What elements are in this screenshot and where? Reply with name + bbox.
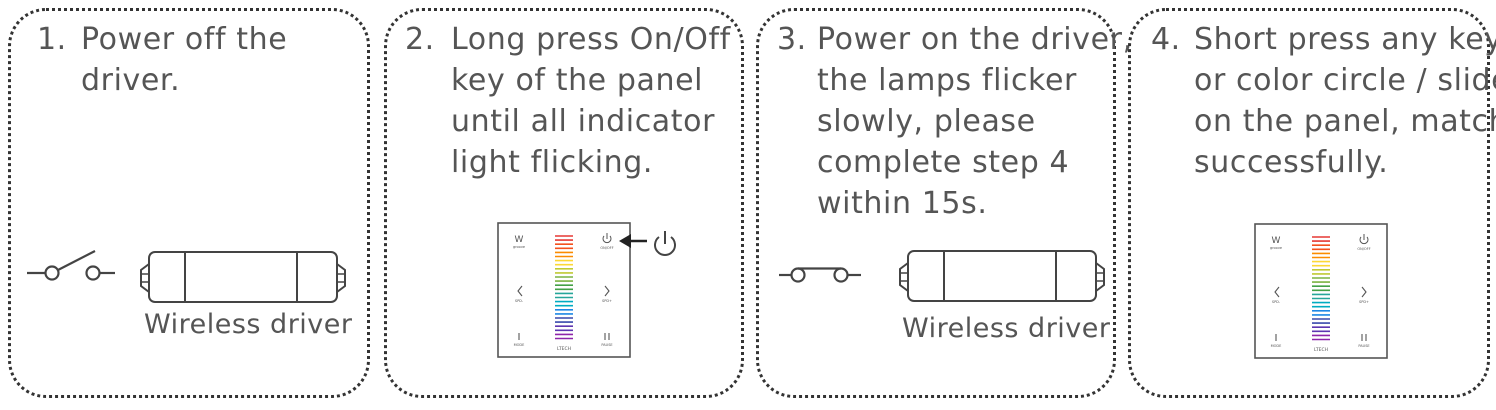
step-4-box: 4. Short press any key or color circle /…: [1128, 8, 1496, 398]
step-4-line: Short press any key: [1194, 22, 1496, 57]
step-2-line: until all indicator: [451, 104, 716, 139]
driver-icon: [899, 250, 1105, 302]
panel-sub-label: ON/OFF: [600, 246, 613, 250]
panel-sub-label: ON/OFF: [1357, 247, 1370, 251]
step-1-box: 1. Power off the driver. Wireless driver: [8, 8, 370, 398]
step-4-line: or color circle / slider: [1194, 63, 1496, 98]
panel-right-chevron: [1361, 286, 1367, 298]
panel-sub-label: MODE: [1271, 344, 1282, 348]
step-4-line: on the panel, match: [1194, 104, 1496, 139]
panel-right-chevron: [604, 285, 610, 297]
step-3-text: 3. Power on the driver, the lamps flicke…: [777, 19, 1133, 224]
step-2-text: 2. Long press On/Off key of the panel un…: [405, 19, 731, 183]
panel-brand: LTECH: [1314, 347, 1328, 353]
step-3-line: the lamps flicker: [817, 63, 1077, 98]
panel-sub-label: SPD+: [602, 299, 612, 303]
panel-sub-label: groove: [513, 245, 525, 249]
panel-sub-label: MODE: [514, 343, 525, 347]
step-2-line: Long press On/Off: [451, 22, 731, 57]
panel-power-icon: [602, 235, 612, 244]
panel-sub-label: PAUSE: [1358, 344, 1369, 348]
panel-sub-label: PAUSE: [601, 343, 612, 347]
panel-sub-label: SPD-: [515, 299, 524, 303]
panel-w-label: W: [1272, 236, 1281, 246]
driver-caption: Wireless driver: [144, 309, 353, 340]
arrow-left-icon: [619, 234, 647, 248]
step-3-box: 3. Power on the driver, the lamps flicke…: [756, 8, 1132, 398]
step-4-number: 4.: [1151, 22, 1181, 57]
panel-sub-label: groove: [1270, 246, 1282, 250]
driver-caption: Wireless driver: [902, 313, 1111, 344]
step-4-text: 4. Short press any key or color circle /…: [1151, 19, 1496, 183]
driver-icon: [140, 251, 346, 303]
step-2-line: key of the panel: [451, 63, 704, 98]
step-2-box: 2. Long press On/Off key of the panel un…: [384, 8, 744, 398]
step-3-line: Power on the driver,: [817, 22, 1133, 57]
panel-left-chevron: [1274, 286, 1280, 298]
panel-brand: LTECH: [557, 346, 571, 352]
step-1-line: Power off the: [81, 22, 288, 57]
step-4-line: successfully.: [1194, 145, 1389, 180]
switch-on-icon: [779, 267, 861, 283]
step-3-line: slowly, please: [817, 104, 1036, 139]
step-2-line: light flicking.: [451, 145, 654, 180]
panel-power-icon: [1359, 236, 1369, 245]
power-icon: [654, 231, 676, 256]
panel-left-chevron: [517, 285, 523, 297]
step-3-number: 3.: [777, 22, 807, 57]
panel-sub-label: SPD+: [1359, 300, 1369, 304]
step-3-line: within 15s.: [817, 186, 988, 221]
panel-sub-label: SPD-: [1272, 300, 1281, 304]
step-1-number: 1.: [37, 22, 67, 57]
switch-off-icon: [27, 250, 115, 281]
panel-w-label: W: [515, 235, 524, 245]
step-2-number: 2.: [405, 22, 435, 57]
step-1-text: 1. Power off the driver.: [37, 19, 287, 101]
step-1-line: driver.: [81, 63, 181, 98]
step-3-line: complete step 4: [817, 145, 1070, 180]
